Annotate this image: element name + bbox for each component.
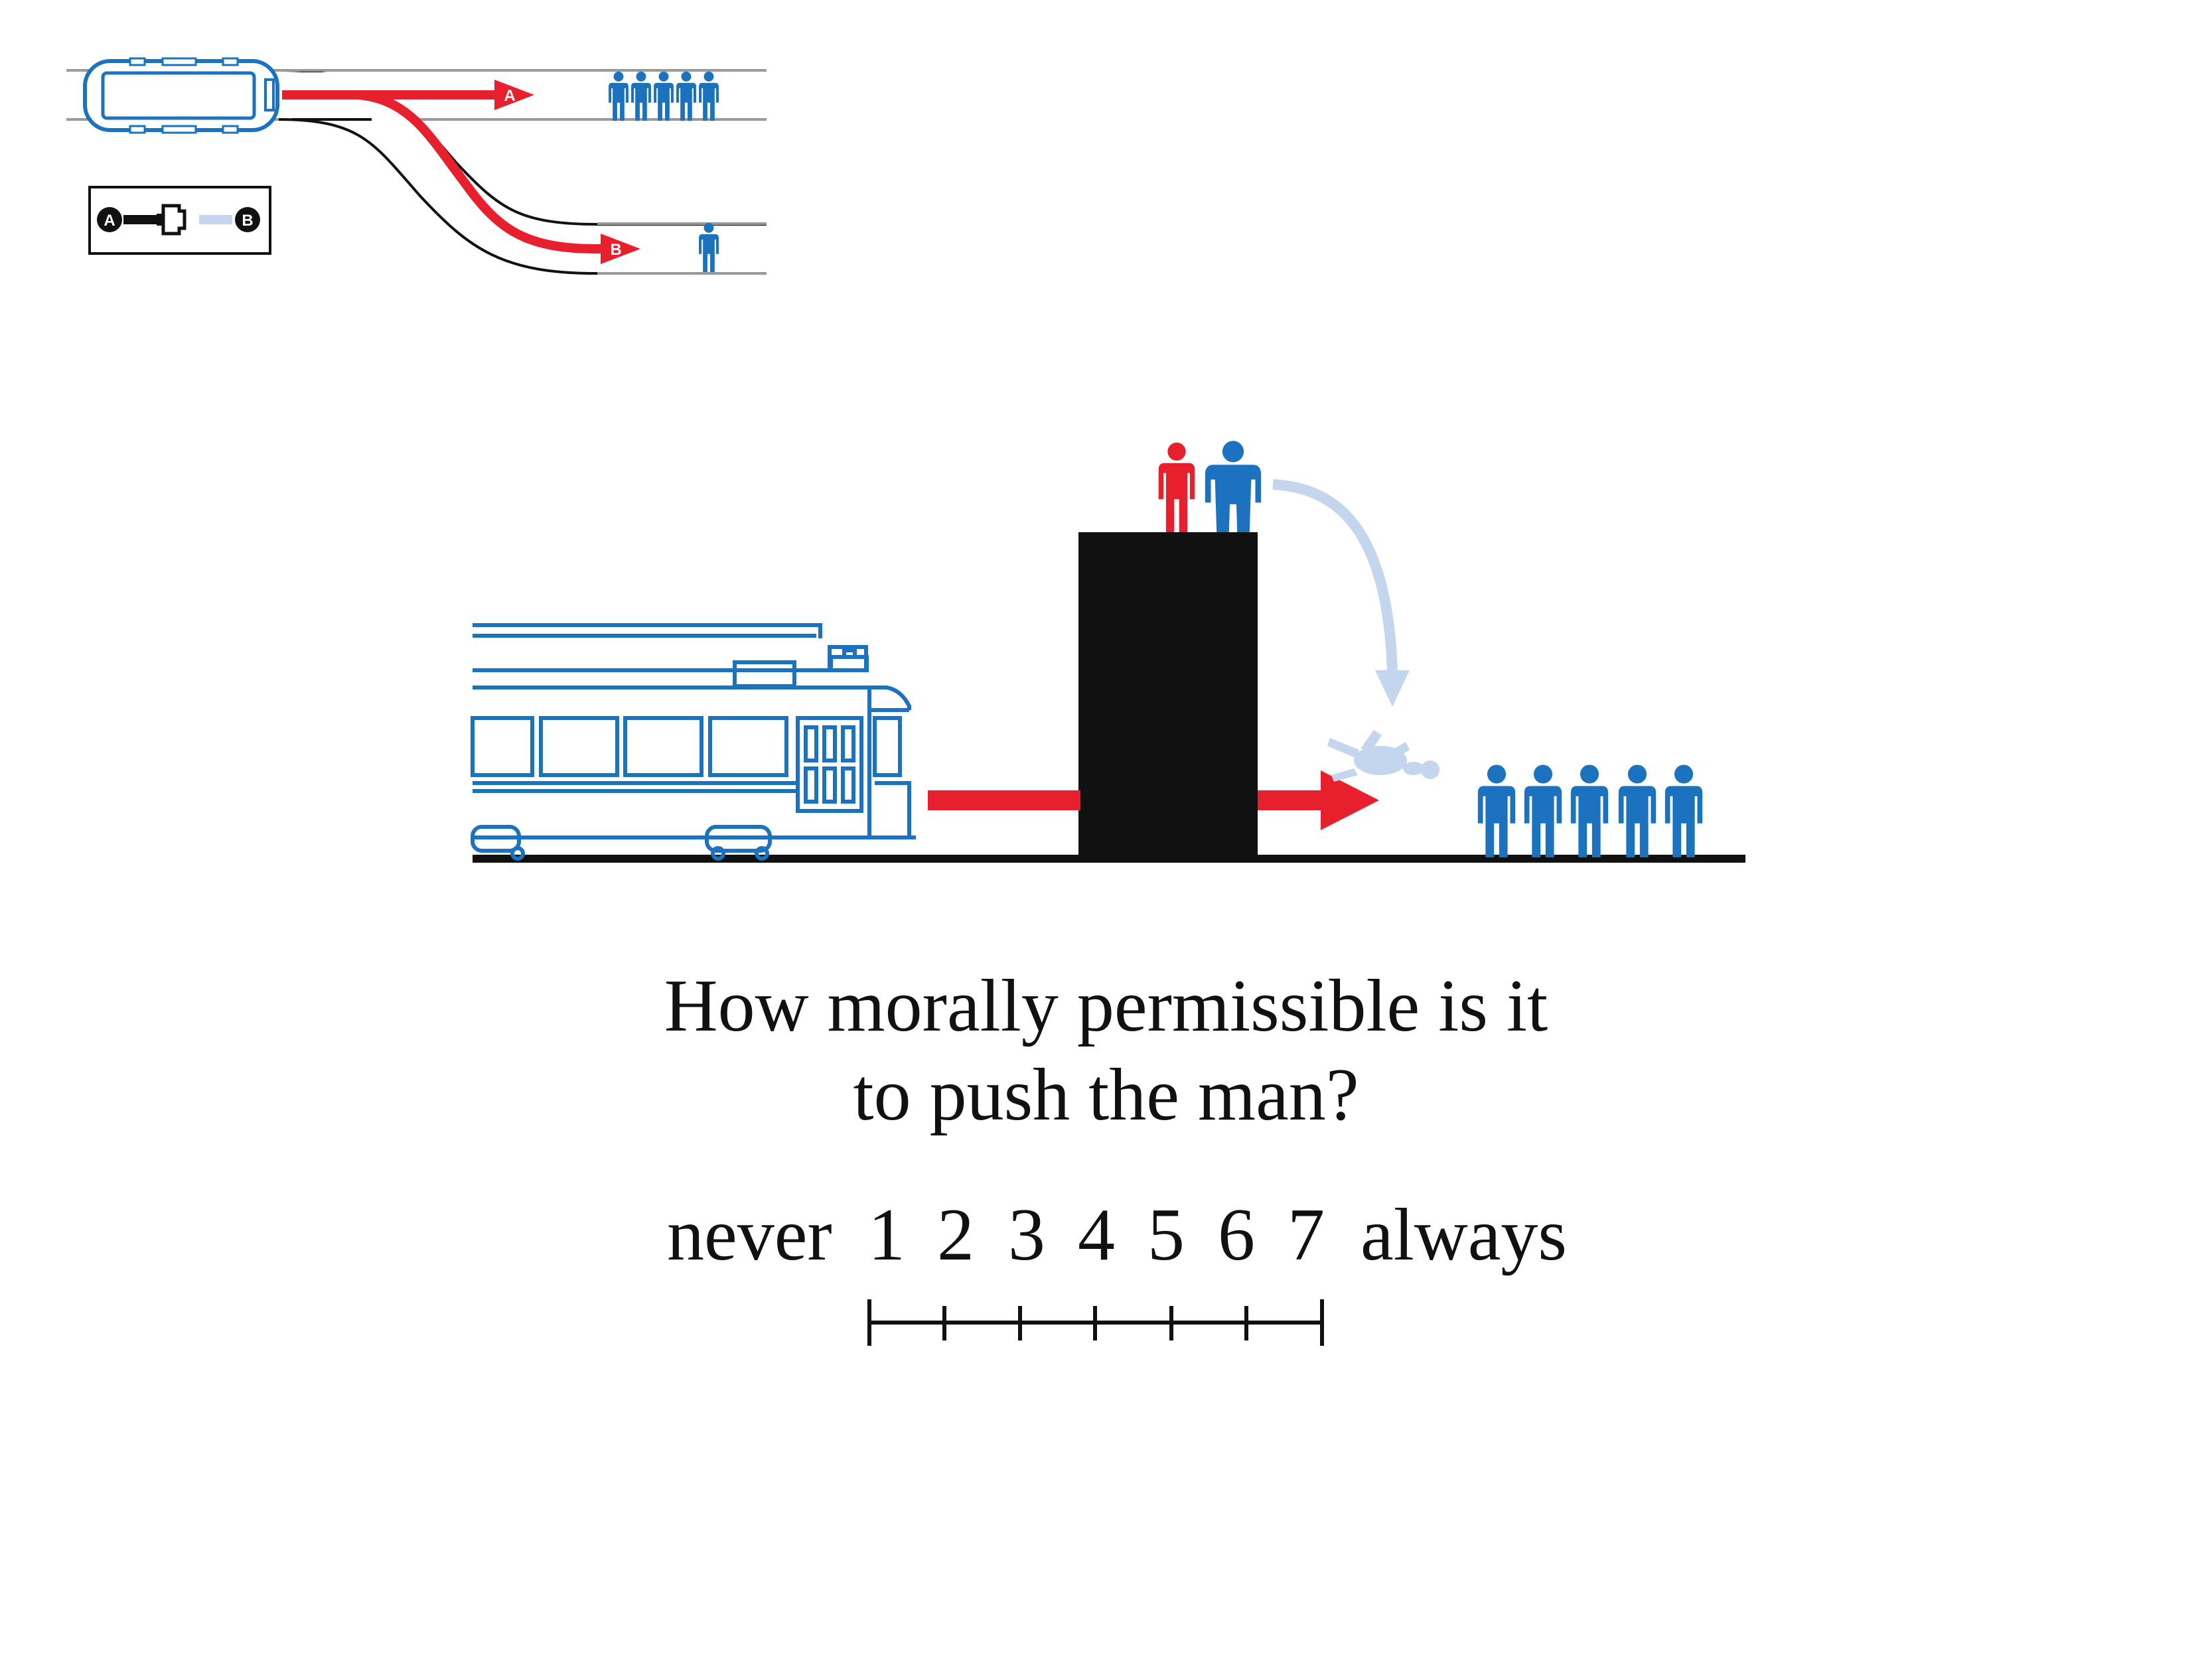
scale-right-label: always bbox=[1361, 1194, 1568, 1276]
footbridge-diagram bbox=[471, 441, 1745, 863]
scale-number-6[interactable]: 6 bbox=[1218, 1194, 1255, 1276]
red-person bbox=[1158, 442, 1195, 532]
question-line-2: to push the man? bbox=[853, 1054, 1359, 1136]
trolley-top-view bbox=[83, 57, 279, 134]
fall-arrow bbox=[1272, 479, 1398, 671]
person-icon bbox=[1477, 764, 1516, 857]
trolley-path-arrow-right bbox=[1258, 790, 1324, 810]
person-icon bbox=[1570, 764, 1609, 857]
switch-lever-box: A B bbox=[88, 186, 271, 255]
switch-diagram: A B bbox=[66, 57, 770, 275]
large-man-icon bbox=[1205, 441, 1262, 532]
trolley-side-view bbox=[471, 623, 916, 861]
switch-left-label: A bbox=[104, 212, 115, 230]
arrow-b bbox=[358, 90, 604, 253]
switch-right-label: B bbox=[242, 212, 253, 230]
question-line-1: How morally permissible is it bbox=[664, 965, 1548, 1047]
rating-scale bbox=[867, 1299, 1324, 1346]
scale-number-1[interactable]: 1 bbox=[868, 1194, 905, 1276]
arrow-a-label: A bbox=[504, 87, 515, 105]
trolley-path-arrow-left bbox=[928, 790, 1080, 810]
scale-left-label: never bbox=[667, 1194, 832, 1276]
scale-number-4[interactable]: 4 bbox=[1078, 1194, 1115, 1276]
footbridge-block bbox=[1078, 532, 1258, 859]
person-icon bbox=[1664, 764, 1703, 857]
large-man bbox=[1205, 441, 1262, 532]
scale-number-3[interactable]: 3 bbox=[1008, 1194, 1045, 1276]
person-icon bbox=[1618, 764, 1657, 857]
person-icon bbox=[1524, 764, 1562, 857]
falling-man-icon bbox=[1327, 730, 1439, 782]
arrow-b-label: B bbox=[610, 241, 621, 259]
scale-number-5[interactable]: 5 bbox=[1147, 1194, 1185, 1276]
person-icon bbox=[1158, 442, 1195, 532]
scale-number-7[interactable]: 7 bbox=[1288, 1194, 1325, 1276]
scale-number-2[interactable]: 2 bbox=[937, 1194, 974, 1276]
five-people bbox=[1477, 764, 1703, 857]
